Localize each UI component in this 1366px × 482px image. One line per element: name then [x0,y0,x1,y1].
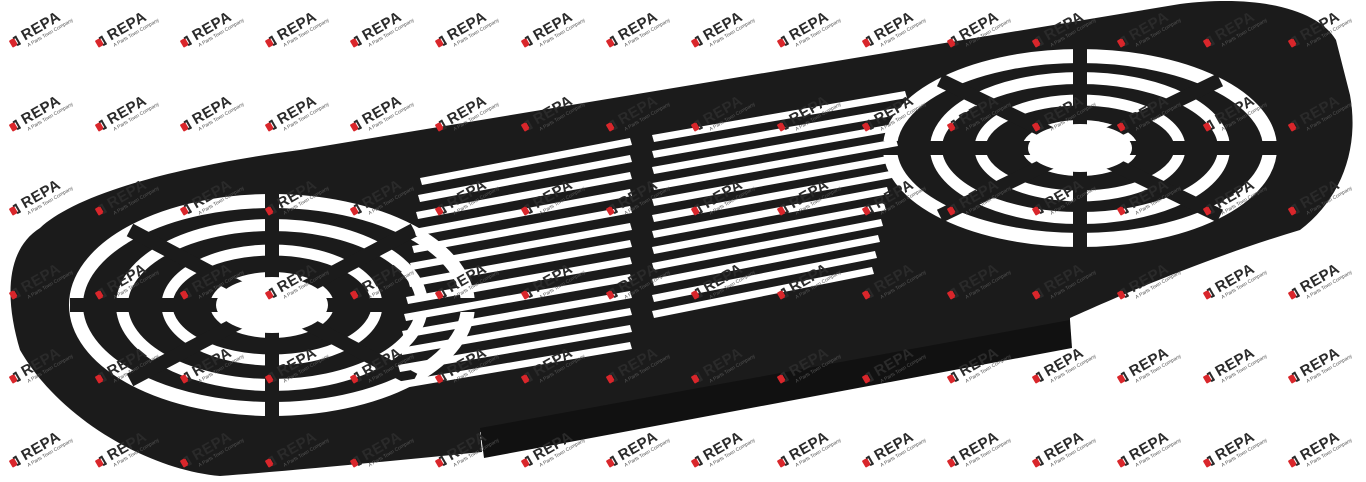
vent-slot [652,203,886,254]
vent-slot [652,123,901,174]
vent-slot [652,155,895,206]
vent-slot [652,267,874,318]
vent-slot [652,251,877,302]
vent-slot [410,223,632,270]
vent-slot [418,155,632,202]
vent-slot [404,274,632,321]
vent-slot [400,308,632,355]
vent-slot [652,187,889,238]
vent-slot [652,107,904,158]
vent-slots [396,91,907,389]
vent-slot [652,171,892,222]
right-fan-hub [1028,124,1132,172]
vent-slot [406,257,632,304]
vent-slot [402,291,632,338]
vent-slot [414,189,632,236]
left-fan-hub [216,277,328,333]
vent-slot [408,240,632,287]
vent-slot [412,206,632,253]
vent-slot [396,342,632,389]
vent-slot [398,325,632,372]
plate-flange [480,320,1072,458]
vent-slot [652,219,883,270]
vent-slot [416,172,632,219]
vent-slot [652,91,907,142]
vent-slot [652,235,880,286]
vent-slot [420,138,632,185]
vent-slot [652,139,898,190]
